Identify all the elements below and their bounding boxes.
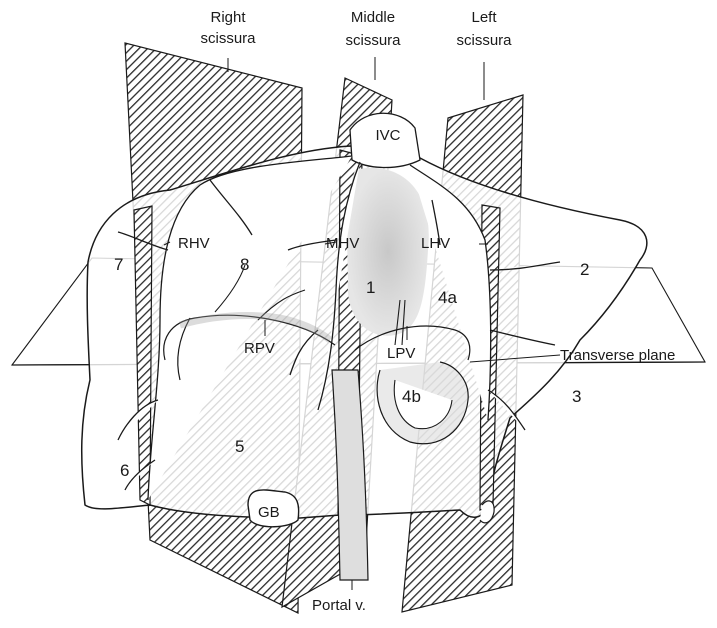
left-scissura-label-line1: Left (471, 9, 497, 26)
segment-4a-label: 4a (438, 288, 457, 307)
segment-1-label: 1 (366, 278, 375, 297)
segment-2-label: 2 (580, 260, 589, 279)
mhv-label: MHV (326, 235, 359, 252)
transverse-plane-label: Transverse plane (560, 347, 675, 364)
lhv-label: LHV (421, 235, 450, 252)
segment-7-label: 7 (114, 255, 123, 274)
caudate-lobe-region (347, 168, 429, 336)
lpv-label: LPV (387, 345, 415, 362)
segment-3-label: 3 (572, 387, 581, 406)
middle-scissura-label-line1: Middle (351, 9, 395, 26)
ivc-label: IVC (375, 127, 400, 144)
portal-vein-label: Portal v. (312, 597, 366, 614)
segment-4b-label: 4b (402, 387, 421, 406)
right-scissura-label-line1: Right (210, 9, 246, 26)
rhv-label: RHV (178, 235, 210, 252)
gallbladder-label: GB (258, 504, 280, 521)
middle-scissura-label: Middle scissura (345, 9, 401, 49)
middle-scissura-label-line2: scissura (345, 32, 401, 49)
left-scissura-label-line2: scissura (456, 32, 512, 49)
segment-5-label: 5 (235, 437, 244, 456)
segment-8-label: 8 (240, 255, 249, 274)
left-scissura-label: Left scissura (456, 9, 512, 49)
right-scissura-label: Right scissura (200, 9, 256, 47)
rpv-label: RPV (244, 340, 275, 357)
right-scissura-label-line2: scissura (200, 30, 256, 47)
segment-6-label: 6 (120, 461, 129, 480)
